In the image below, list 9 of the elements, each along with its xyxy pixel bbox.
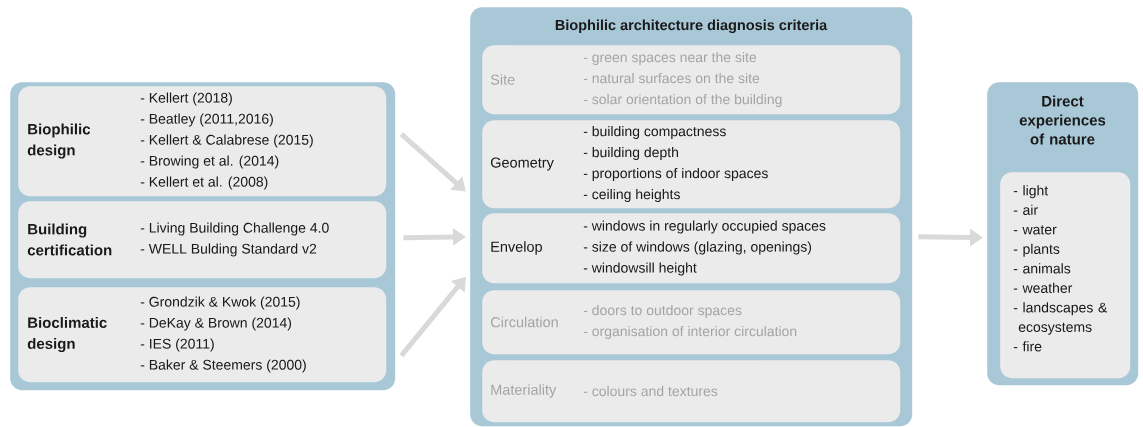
source-box: Building certification - Living Building Challenge 4.0 - WELL Bulding Standard v2 [18, 201, 387, 279]
source-box: Bioclimatic design - Grondzik & Kwok (2015) - DeKay & Brown (2014) - IES (2011) - Baker & Steemers (2000) [18, 287, 387, 383]
criterion-box: Materiality - colours and textures [482, 360, 901, 423]
criterion-box: Geometry - building compactness - building depth - proportions of indoor spaces - ceiling heights [482, 120, 901, 209]
experience-list-box: - light - air - water - plants - animals - weather - landscapes & ecosystems - fire [1000, 172, 1131, 379]
criterion-box: Envelop - windows in regularly occupied spaces - size of windows (glazing, openings) - windowsill height [482, 213, 901, 284]
source-box: Biophilic design - Kellert (2018) - Beatley (2011,2016) - Kellert & Calabrese (2015) - Browing et al. (2014) - Kellert et al. (2008) [18, 86, 387, 197]
criterion-box: Circulation - doors to outdoor spaces - organisation of interior circulation [482, 290, 901, 355]
criterion-box: Site - green spaces near the site - natural surfaces on the site - solar orientation of the building [482, 45, 901, 115]
